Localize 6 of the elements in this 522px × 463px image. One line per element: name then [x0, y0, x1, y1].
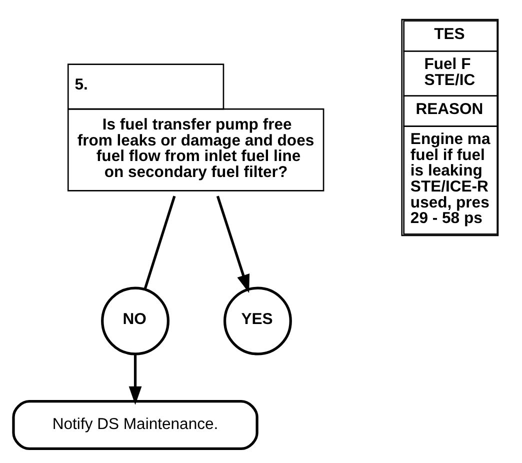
node-circle: YES	[223, 286, 292, 356]
arrow	[128, 354, 142, 405]
arrow	[216, 196, 250, 294]
connector	[144, 196, 176, 290]
node-box: Notify DS Maintenance.	[12, 400, 258, 450]
node-circle: NO	[101, 286, 170, 356]
